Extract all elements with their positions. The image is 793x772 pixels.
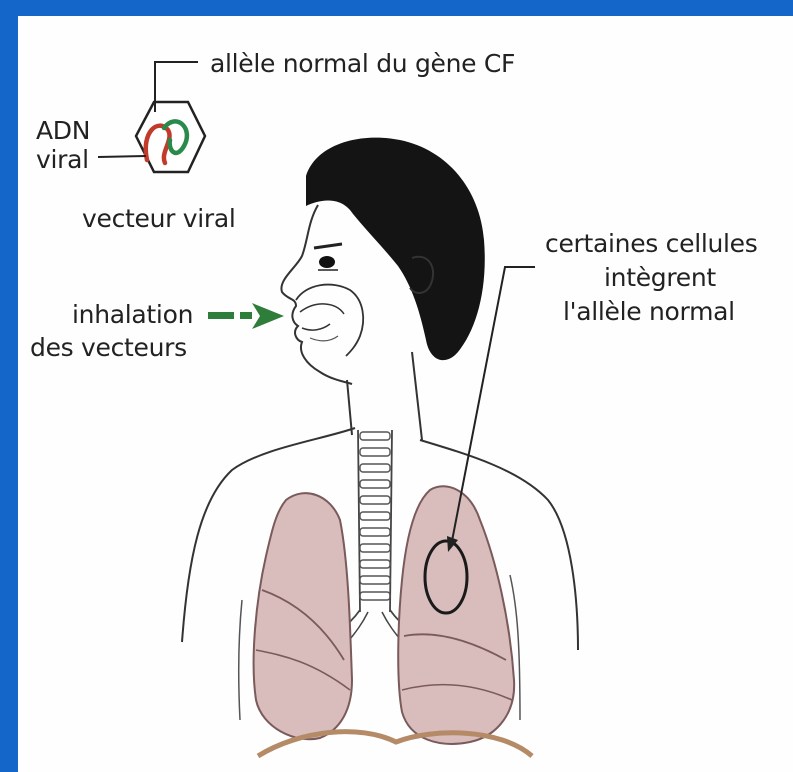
label-inhalation: inhalation bbox=[72, 300, 193, 329]
label-the-normal-allele: l'allèle normal bbox=[563, 297, 735, 326]
person-figure bbox=[182, 138, 578, 756]
inhalation-arrow bbox=[208, 303, 284, 329]
label-viral: viral bbox=[36, 145, 89, 174]
nasal-cavity bbox=[296, 285, 363, 356]
label-normal-allele: allèle normal du gène CF bbox=[210, 49, 515, 78]
viral-vector-icon bbox=[136, 102, 205, 172]
diagram-panel: allèle normal du gène CF ADN viral vecte… bbox=[18, 16, 793, 772]
eye bbox=[319, 256, 335, 268]
label-viral-vector: vecteur viral bbox=[82, 204, 236, 233]
label-certain-cells: certaines cellules bbox=[545, 229, 757, 258]
label-adn: ADN bbox=[36, 116, 90, 145]
label-of-vectors: des vecteurs bbox=[30, 333, 187, 362]
hair bbox=[306, 138, 485, 361]
viral-dna-leader-line bbox=[98, 156, 146, 157]
left-lung bbox=[254, 493, 352, 739]
face-profile bbox=[281, 205, 352, 384]
right-lung bbox=[398, 486, 514, 744]
label-integrate: intègrent bbox=[604, 263, 716, 292]
gene-therapy-diagram: allèle normal du gène CF ADN viral vecte… bbox=[18, 16, 793, 772]
eyebrow bbox=[314, 244, 342, 248]
